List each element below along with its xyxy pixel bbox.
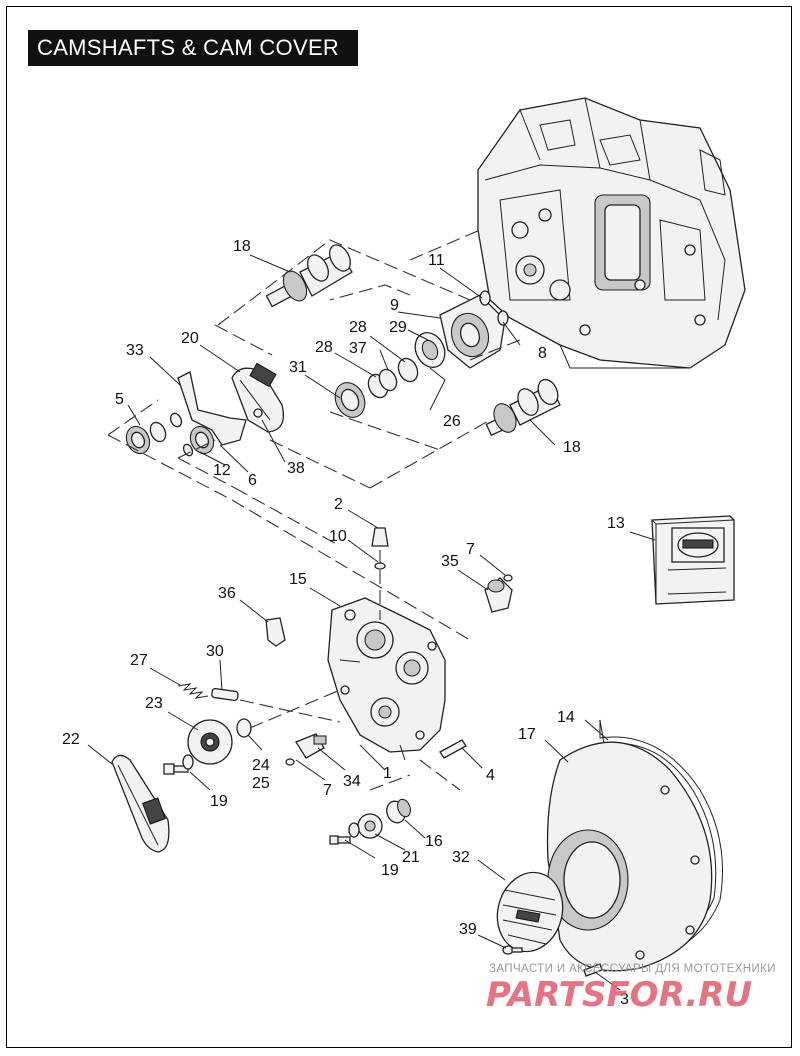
- callout-24: 24: [252, 757, 270, 774]
- gear-21: [357, 813, 383, 839]
- callout-21: 21: [402, 849, 420, 866]
- callout-7-top: 7: [466, 541, 475, 558]
- sprocket-23: [187, 719, 233, 765]
- callout-4: 4: [486, 767, 495, 784]
- callout-30: 30: [206, 643, 224, 660]
- callout-14: 14: [557, 709, 575, 726]
- callout-26: 26: [443, 413, 461, 430]
- washer-19b: [348, 822, 360, 838]
- callout-22: 22: [62, 731, 80, 748]
- callout-16: 16: [425, 833, 443, 850]
- pin-38: [253, 408, 263, 418]
- oil-pump-assembly: [414, 294, 506, 369]
- crankcase: [477, 97, 746, 369]
- gear-35: [484, 577, 513, 613]
- leader-lines: [87, 254, 656, 991]
- relief-valve-34: [295, 733, 327, 759]
- callout-1: 1: [383, 765, 392, 782]
- camshaft-front: [485, 378, 561, 437]
- page-frame: [6, 6, 792, 1048]
- callout-20: 20: [181, 330, 199, 347]
- bushing-16: [386, 798, 411, 824]
- ring-7-top: [503, 574, 513, 582]
- callout-6: 6: [248, 472, 257, 489]
- callout-27: 27: [130, 652, 148, 669]
- callout-2: 2: [334, 496, 343, 513]
- spring-27: [177, 683, 209, 699]
- callout-18-top: 18: [233, 238, 251, 255]
- callout-15: 15: [289, 571, 307, 588]
- callout-25: 25: [252, 775, 270, 792]
- spacer-37: [378, 368, 398, 392]
- dowel-2: [371, 527, 389, 547]
- bearing-5: [125, 412, 183, 455]
- callout-28-top: 28: [349, 319, 367, 336]
- callout-17: 17: [518, 726, 536, 743]
- callout-11: 11: [428, 252, 445, 269]
- callout-37: 37: [349, 340, 367, 357]
- watermark: ЗАПЧАСТИ И АКСЕССУАРЫ ДЛЯ МОТОТЕХНИКИ PA…: [486, 963, 776, 1015]
- callout-19-bottom: 19: [381, 862, 399, 879]
- screw-3: [583, 963, 603, 977]
- diagram-title: CAMSHAFTS & CAM COVER: [28, 30, 358, 66]
- callout-39: 39: [459, 921, 477, 938]
- callout-18-bottom: 18: [563, 439, 581, 456]
- callout-5: 5: [115, 391, 124, 408]
- primary-cam-chain: [111, 754, 170, 853]
- callout-7-bottom: 7: [323, 782, 332, 799]
- callout-32: 32: [452, 849, 470, 866]
- chain-tensioner: [177, 371, 247, 446]
- callout-9: 9: [390, 297, 399, 314]
- callout-13: 13: [607, 515, 625, 532]
- callout-3: 3: [620, 991, 629, 1008]
- o-ring-8: [497, 310, 509, 326]
- bearing-6: [182, 425, 215, 457]
- watermark-tagline: ЗАПЧАСТИ И АКСЕССУАРЫ ДЛЯ МОТОТЕХНИКИ: [489, 963, 776, 975]
- retaining-ring-28b: [397, 357, 419, 383]
- callout-12: 12: [213, 462, 231, 479]
- secondary-cam-chain: [231, 362, 285, 433]
- callout-23: 23: [145, 695, 163, 712]
- callout-31: 31: [289, 359, 307, 376]
- callout-36: 36: [218, 585, 236, 602]
- callout-28: 28: [315, 339, 333, 356]
- washer-19a: [182, 754, 194, 770]
- callout-35: 35: [441, 553, 459, 570]
- callout-10: 10: [329, 528, 347, 545]
- callout-38: 38: [287, 460, 305, 477]
- callout-labels: 18 11 9 28 29 8 28 37 31 26 18 20 33 5 1…: [62, 238, 629, 1008]
- gasket-kit-box: [651, 515, 735, 605]
- callout-8: 8: [538, 345, 547, 362]
- bearing-31: [334, 382, 366, 418]
- cam-support-plate: [327, 597, 446, 761]
- washer-24: [236, 718, 252, 738]
- plunger-30: [211, 687, 239, 702]
- callout-33: 33: [126, 342, 144, 359]
- camshaft-rear: [265, 244, 353, 308]
- callout-34: 34: [343, 773, 361, 790]
- watermark-brand: PARTSFOR.RU: [486, 975, 752, 1015]
- cam-cover-17: [546, 741, 713, 972]
- bolt-19b: [329, 835, 351, 845]
- callout-19-left: 19: [210, 793, 228, 810]
- callout-29: 29: [389, 319, 407, 336]
- bolt-4: [439, 739, 467, 759]
- o-ring-11: [479, 290, 491, 306]
- cover-plate-32: [496, 871, 564, 953]
- ring-7-bottom: [285, 758, 295, 766]
- clip-36: [265, 617, 286, 647]
